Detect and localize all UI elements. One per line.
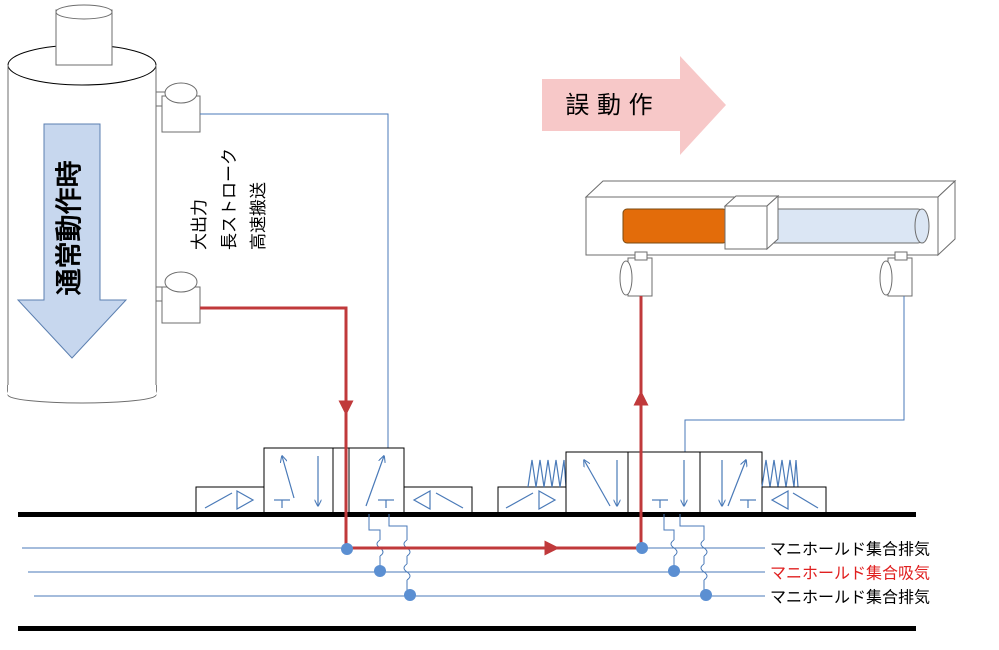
valve-right-branches xyxy=(663,514,708,594)
valve-left xyxy=(195,447,473,515)
piston-rod xyxy=(769,208,923,244)
junction-dot xyxy=(636,542,648,554)
cylinder-port-bottom xyxy=(155,271,201,324)
red-flow-path xyxy=(200,296,649,556)
down-arrow-icon xyxy=(16,123,128,359)
junction-dot xyxy=(668,565,680,577)
spring-right-icon xyxy=(761,459,799,488)
note-line2: 長ストローク xyxy=(220,148,240,250)
piston-block xyxy=(724,205,768,250)
normal-operation-label: 通常動作時 xyxy=(55,161,86,296)
spring-left-icon xyxy=(527,459,567,488)
valve-right xyxy=(497,451,827,515)
piston-orange xyxy=(622,208,728,244)
manifold-intake-label: マニホールド集合吸気 xyxy=(770,564,930,583)
cylinder-port-top xyxy=(155,82,201,133)
note-line1: 大出力 xyxy=(190,199,210,250)
junction-dot xyxy=(374,565,386,577)
junction-dot xyxy=(404,589,416,601)
manifold-exhaust-label-bottom: マニホールド集合排気 xyxy=(770,588,930,607)
horizontal-cylinder xyxy=(584,179,957,297)
manifold-exhaust-label-top: マニホールド集合排気 xyxy=(770,540,930,559)
cyl-port-left xyxy=(619,251,653,297)
junction-dot xyxy=(341,543,353,555)
manifold-bottom-rail xyxy=(18,626,916,631)
malfunction-label: 誤 動 作 xyxy=(565,91,652,119)
manifold-top-rail xyxy=(18,512,916,517)
large-cylinder xyxy=(7,4,201,404)
note-line3: 高速搬送 xyxy=(249,182,269,250)
malfunction-arrow-icon xyxy=(542,56,726,155)
valve-left-branches xyxy=(368,514,411,594)
cyl-port-right xyxy=(879,251,913,297)
junction-dot xyxy=(700,589,712,601)
